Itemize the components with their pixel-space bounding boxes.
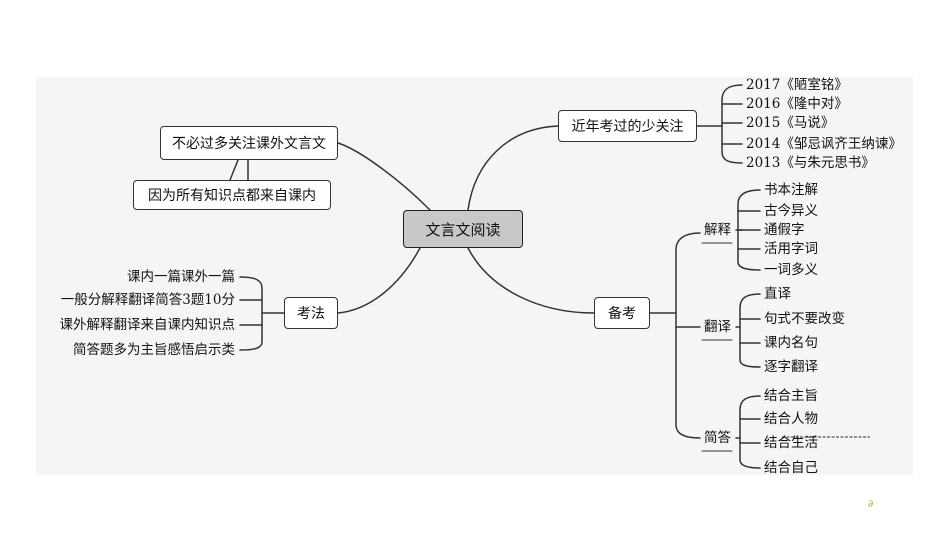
center-node: 文言文阅读 xyxy=(403,210,523,248)
recent-node: 近年考过的少关注 xyxy=(558,110,697,142)
fanyi-item: 课内名句 xyxy=(764,335,818,351)
kaofa-item: 课内一篇课外一篇 xyxy=(127,269,235,285)
fanyi-item: 逐字翻译 xyxy=(764,359,818,375)
jianda-item: 结合自己 xyxy=(764,460,818,476)
reason-box: 因为所有知识点都来自课内 xyxy=(133,180,331,210)
center-label: 文言文阅读 xyxy=(425,220,501,239)
jieshi-item: 书本注解 xyxy=(764,182,818,198)
kaofa-item: 课外解释翻译来自课内知识点 xyxy=(59,317,236,333)
recent-item: 2015《马说》 xyxy=(746,115,835,131)
beikao-label: 备考 xyxy=(608,306,636,322)
jianda-item: 结合生活 xyxy=(764,435,818,451)
group-label-fanyi: 翻译 xyxy=(704,319,731,335)
recent-item: 2014《邹忌讽齐王纳谏》 xyxy=(746,136,902,152)
group-label-jieshi: 解释 xyxy=(704,222,731,238)
note-box: 不必过多关注课外文言文 xyxy=(160,126,338,160)
recent-item: 2013《与朱元思书》 xyxy=(746,155,875,171)
reason-label: 因为所有知识点都来自课内 xyxy=(148,188,316,204)
jianda-item: 结合人物 xyxy=(764,411,818,427)
kaofa-item: 简答题多为主旨感悟启示类 xyxy=(73,342,235,358)
kaofa-label: 考法 xyxy=(297,306,325,322)
kaofa-item: 一般分解释翻译简答3题10分 xyxy=(60,292,235,308)
recent-label: 近年考过的少关注 xyxy=(571,119,684,135)
recent-item: 2017《陋室铭》 xyxy=(746,77,848,93)
jieshi-item: 活用字词 xyxy=(764,241,818,257)
small-marker-icon: ∂ xyxy=(868,499,874,510)
note-label: 不必过多关注课外文言文 xyxy=(172,136,326,152)
recent-item: 2016《隆中对》 xyxy=(746,96,848,112)
jieshi-item: 通假字 xyxy=(764,222,805,238)
fanyi-item: 句式不要改变 xyxy=(764,311,845,327)
jianda-item: 结合主旨 xyxy=(764,388,818,404)
jieshi-item: 古今异义 xyxy=(764,203,818,219)
kaofa-node: 考法 xyxy=(284,297,338,329)
fanyi-item: 直译 xyxy=(764,286,791,302)
group-label-jianda: 简答 xyxy=(704,430,731,446)
beikao-node: 备考 xyxy=(594,297,650,329)
jieshi-item: 一词多义 xyxy=(764,262,818,278)
